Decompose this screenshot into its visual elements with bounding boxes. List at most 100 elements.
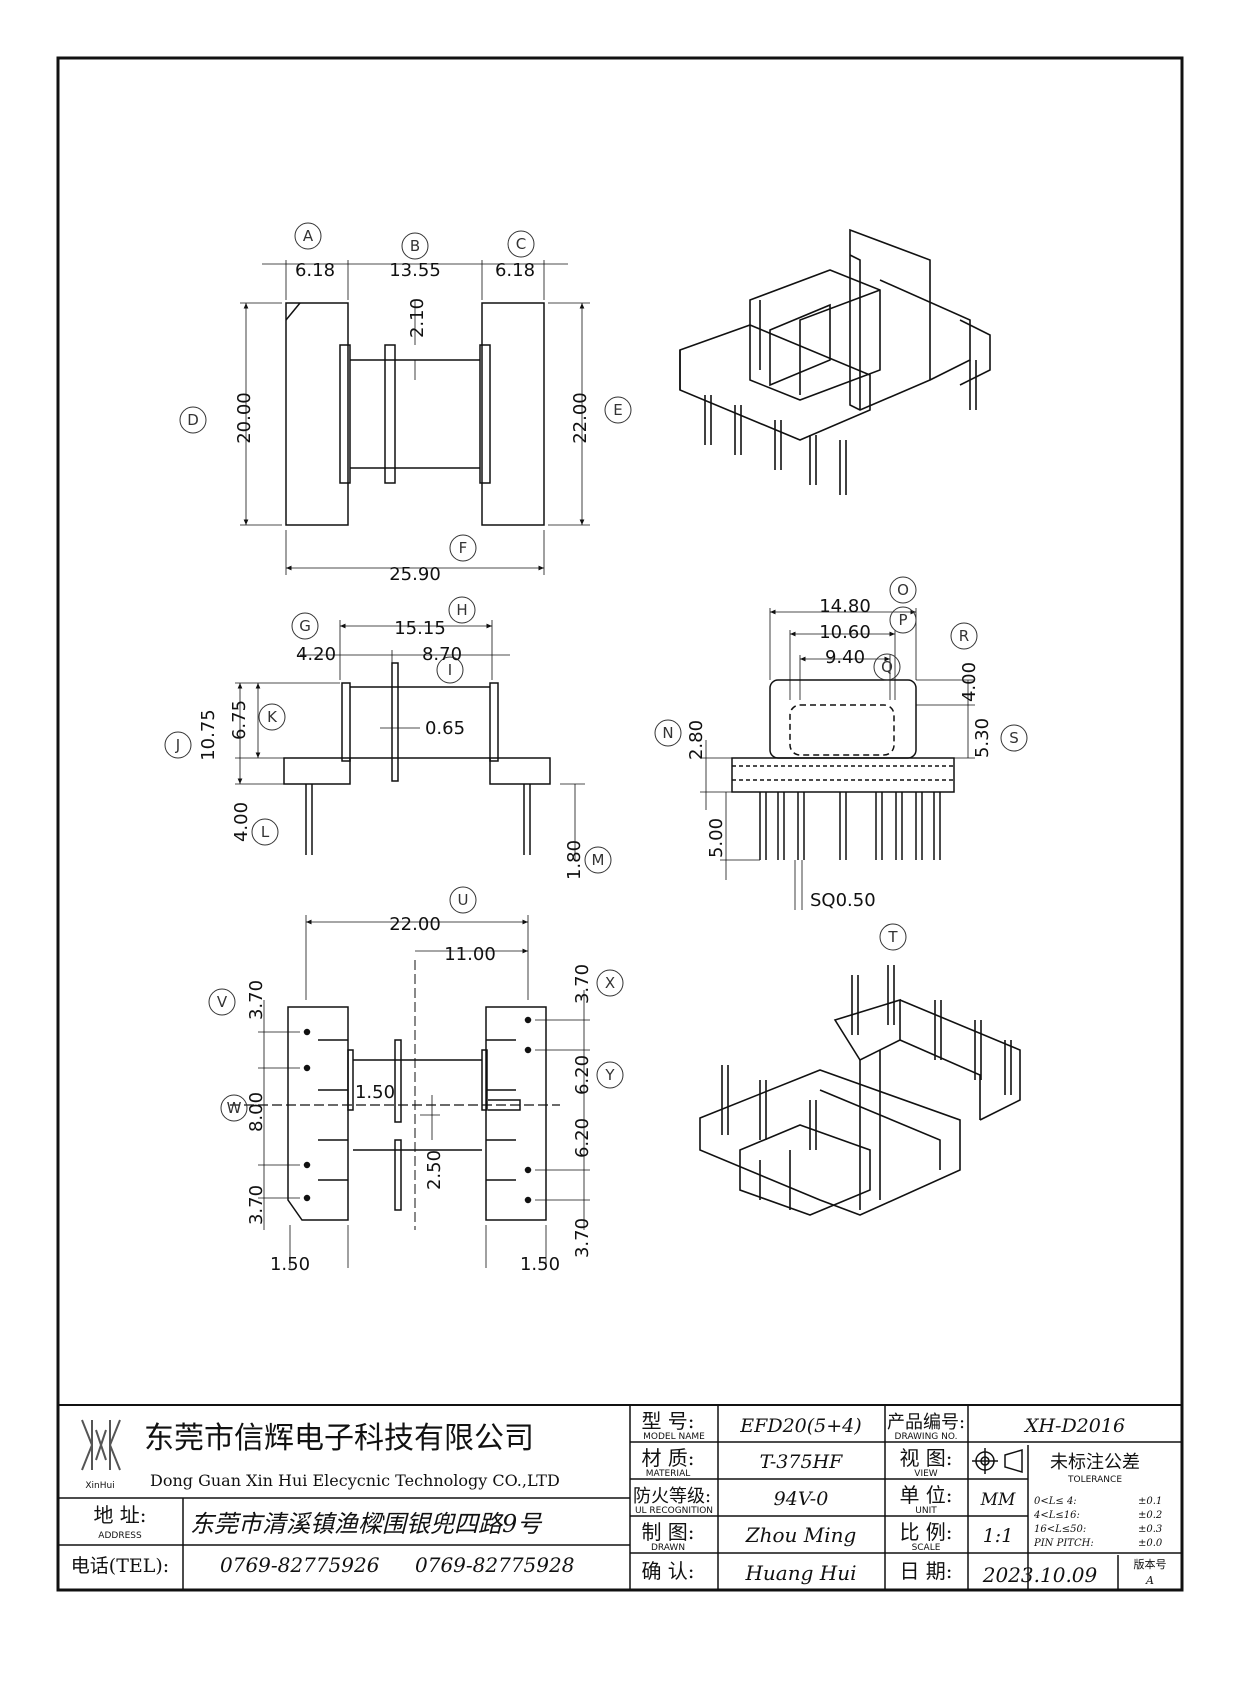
label-f: F (459, 539, 468, 557)
tolerance-value: ±0.2 (1138, 1510, 1162, 1521)
title-block: XinHui 东莞市信辉电子科技有限公司 Dong Guan Xin Hui E… (57, 1404, 1183, 1591)
dim-f: 25.90 (389, 564, 441, 585)
label-n: N (662, 724, 673, 742)
tel-value-2: 0769-82775928 (415, 1553, 574, 1577)
tolerance-range: PIN PITCH: (1033, 1538, 1094, 1549)
check-label: 确 认: (641, 1559, 694, 1583)
dim-n: 2.80 (686, 720, 707, 760)
dim-pin: 5.00 (706, 818, 727, 858)
dim-e: 22.00 (570, 392, 591, 444)
label-t: T (887, 928, 898, 946)
tolerance-range: 16<L≤50: (1034, 1524, 1086, 1535)
sheet-border (56, 56, 1184, 1592)
label-h: H (456, 601, 467, 619)
dim-k: 6.75 (229, 700, 250, 740)
isometric-view-2 (699, 965, 1021, 1216)
tel-value-1: 0769-82775926 (220, 1553, 380, 1577)
dim-l: 4.00 (231, 802, 252, 842)
dim-j: 10.75 (198, 709, 219, 761)
dim-o: 14.80 (819, 596, 871, 617)
dim-a: 6.18 (295, 260, 335, 281)
side-view-labels: G H I J K L M 15.15 4.20 8.70 0.65 10.75… (164, 596, 612, 880)
dim-y1: 6.20 (572, 1055, 593, 1095)
fire-rating-value: 94V-0 (774, 1488, 829, 1510)
material-value: T-375HF (760, 1451, 843, 1473)
logo-text: XinHui (85, 1481, 114, 1491)
unit-label: 单 位: (899, 1483, 952, 1507)
view-label: 视 图: (899, 1446, 952, 1470)
dim-q: 9.40 (825, 647, 865, 668)
date-label: 日 期: (899, 1559, 952, 1583)
label-m: M (592, 851, 605, 869)
label-u: U (458, 891, 469, 909)
tolerance-label-en: TOLERANCE (1067, 1475, 1122, 1485)
fire-rating-label: 防火等级: (633, 1486, 711, 1507)
dim-s: 5.30 (972, 718, 993, 758)
drawn-value: Zhou Ming (745, 1523, 857, 1547)
label-y: Y (604, 1066, 615, 1084)
tel-label: 电话(TEL): (71, 1555, 169, 1577)
label-j: J (175, 736, 180, 754)
dim-r150: 1.50 (520, 1254, 560, 1275)
dim-p: 10.60 (819, 622, 871, 643)
dim-flange: 0.65 (425, 718, 465, 739)
drawn-label: 制 图: (641, 1520, 694, 1544)
tolerance-value: ±0.1 (1138, 1496, 1162, 1507)
dim-w2: 1.50 (355, 1082, 395, 1103)
dim-b2: 2.10 (407, 298, 428, 338)
dim-g: 4.20 (296, 644, 336, 665)
side-view (235, 620, 585, 860)
version-label: 版本号 (1134, 1557, 1167, 1571)
tolerance-range: 4<L≤16: (1033, 1510, 1080, 1521)
label-b: B (410, 237, 420, 255)
bottom-view (230, 915, 590, 1268)
top-view-labels: A B C D E F 6.18 13.55 6.18 2.10 20.00 2… (179, 222, 632, 585)
dim-l150: 1.50 (270, 1254, 310, 1275)
scale-value: 1:1 (983, 1525, 1014, 1547)
bottom-view-labels: U V W X Y 22.00 11.00 3.70 8.00 1.50 3.7… (208, 886, 624, 1275)
dim-bl: 3.70 (246, 1185, 267, 1225)
dim-v: 3.70 (246, 980, 267, 1020)
material-label: 材 质: (641, 1446, 694, 1470)
scale-label-en: SCALE (912, 1543, 941, 1553)
unit-value: MM (980, 1490, 1016, 1510)
fire-rating-label-en: UL RECOGNITION (635, 1506, 713, 1516)
label-a: A (303, 227, 314, 245)
projection-symbol-icon (972, 1448, 1023, 1474)
model-label: 型 号: (641, 1409, 694, 1433)
label-o: O (897, 581, 909, 599)
material-label-en: MATERIAL (646, 1469, 691, 1479)
front-view (700, 608, 975, 910)
tolerance-label: 未标注公差 (1050, 1452, 1140, 1473)
label-d: D (187, 411, 199, 429)
tolerance-value: ±0.0 (1138, 1538, 1163, 1549)
dim-m: 1.80 (564, 840, 585, 880)
tolerance-range: 0<L≤ 4: (1034, 1496, 1077, 1507)
label-q: Q (881, 658, 893, 676)
model-label-en: MODEL NAME (643, 1432, 705, 1442)
isometric-view-1 (679, 228, 991, 495)
label-g: G (299, 617, 311, 635)
label-i: I (448, 661, 452, 679)
label-r: R (959, 627, 969, 645)
dim-br: 3.70 (572, 1218, 593, 1258)
dim-b: 13.55 (389, 260, 441, 281)
dim-u: 22.00 (389, 914, 441, 935)
model-value: EFD20(5+4) (739, 1415, 861, 1437)
dim-d: 20.00 (234, 392, 255, 444)
unit-label-en: UNIT (915, 1506, 937, 1516)
label-w: W (227, 1099, 242, 1117)
address-value: 东莞市清溪镇渔樑围银兜四路9号 (190, 1510, 543, 1538)
label-v: V (217, 993, 228, 1011)
drawing-no-value: XH-D2016 (1023, 1415, 1125, 1437)
dim-half: 11.00 (444, 944, 496, 965)
label-l: L (261, 823, 270, 841)
label-s: S (1009, 729, 1019, 747)
drawing-no-label: 产品编号: (887, 1412, 965, 1433)
label-k: K (267, 708, 278, 726)
date-value: 2023.10.09 (982, 1563, 1098, 1587)
dim-h: 15.15 (394, 618, 446, 639)
check-value: Huang Hui (744, 1561, 856, 1585)
dim-w: 8.00 (246, 1092, 267, 1132)
